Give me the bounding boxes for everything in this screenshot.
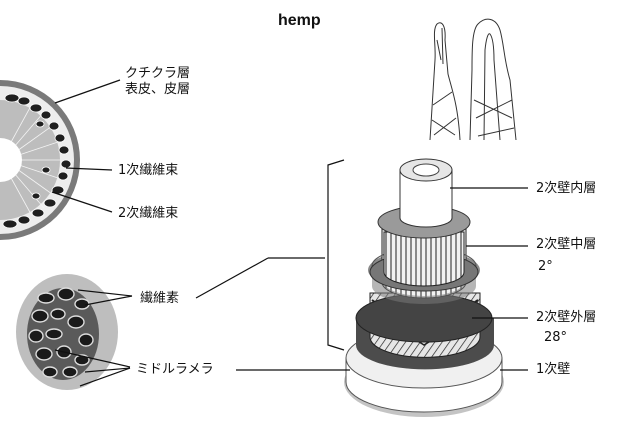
- label-middle-lamella: ミドルラメラ: [136, 362, 214, 377]
- label-fiber-element: 繊維素: [140, 291, 180, 306]
- label-epidermis: 表皮、皮層: [125, 82, 191, 97]
- label-secondary-bundle: 2次繊維束: [118, 206, 179, 221]
- label-primary-wall: 1次壁: [536, 362, 571, 377]
- label-s1: 2次壁外層: [536, 310, 597, 325]
- label-s2-angle: 2°: [538, 259, 553, 274]
- fiber-bundle-section: [16, 274, 118, 390]
- label-s1-angle: 28°: [544, 330, 568, 345]
- cell-wall-cylinder: [344, 158, 504, 417]
- stem-cross-section: [0, 80, 80, 240]
- fiber-tips: [429, 18, 517, 141]
- leader-lines: [51, 79, 528, 387]
- label-primary-bundle: 1次繊維束: [118, 163, 179, 178]
- diagram-title: hemp: [278, 12, 321, 29]
- label-cuticle: クチクラ層: [125, 66, 191, 81]
- label-s2: 2次壁中層: [536, 237, 597, 252]
- label-s3: 2次壁内層: [536, 181, 597, 196]
